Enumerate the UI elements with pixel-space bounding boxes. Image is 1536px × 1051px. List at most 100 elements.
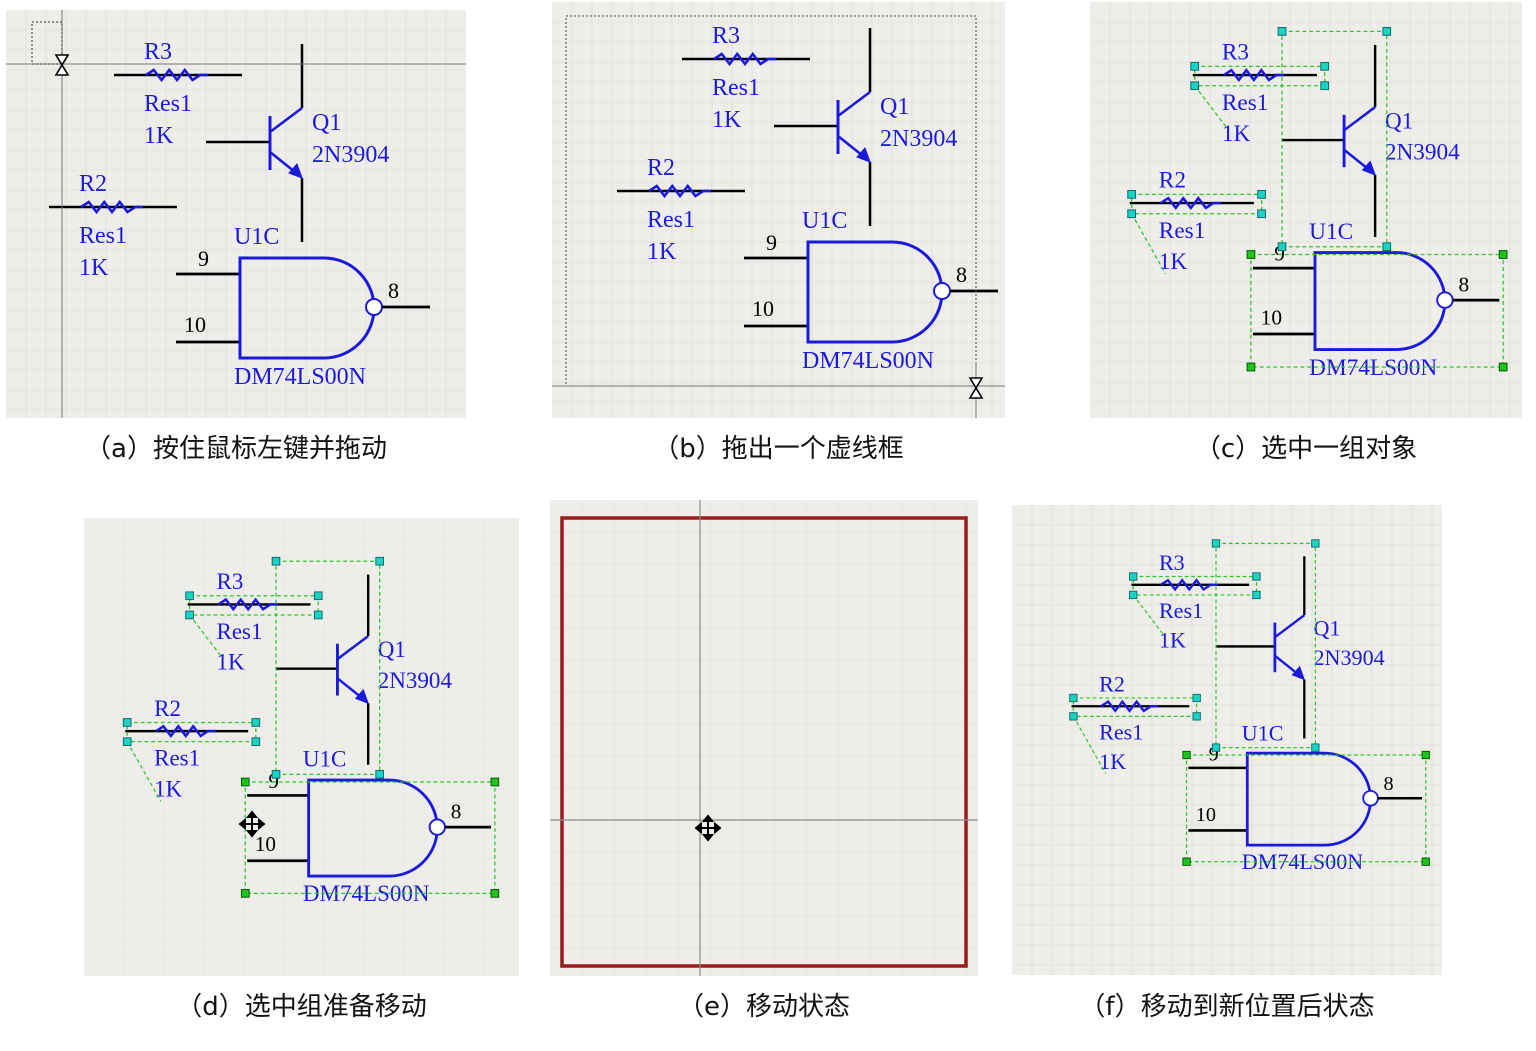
nand-output-bubble xyxy=(933,282,951,300)
selection-handle xyxy=(1320,61,1330,71)
r3-resistor-symbol xyxy=(217,597,278,612)
pin9-label: 9 xyxy=(766,230,777,255)
q1-comment: 2N3904 xyxy=(312,142,389,168)
selection-handle xyxy=(375,556,385,566)
q1-collector-leg xyxy=(1343,106,1376,132)
r2-comment: Res1 xyxy=(647,207,695,233)
r3-value: 1K xyxy=(1222,121,1251,147)
grid-background xyxy=(552,2,1005,418)
r3-resistor-symbol xyxy=(145,67,208,83)
q1-comment: 2N3904 xyxy=(378,667,453,693)
q1-designator: Q1 xyxy=(880,94,909,120)
selection-handle xyxy=(313,591,323,601)
r3-comment: Res1 xyxy=(1222,90,1269,116)
selection-handle xyxy=(271,770,281,779)
q1-emitter-arrow xyxy=(856,147,871,163)
u1-designator: U1C xyxy=(303,746,347,772)
q1-emitter-arrow xyxy=(1361,160,1376,176)
q1-emitter-arrow xyxy=(288,163,303,179)
selection-handle xyxy=(1246,362,1256,372)
pin10-label: 10 xyxy=(255,832,276,856)
q1-selection-box xyxy=(1215,542,1316,749)
r2-value: 1K xyxy=(79,255,109,281)
selection-handle xyxy=(122,718,132,727)
r3-resistor-symbol xyxy=(1160,578,1218,592)
selection-handle xyxy=(1069,712,1078,721)
grid-lines xyxy=(6,10,466,418)
pin8-label: 8 xyxy=(451,799,462,823)
pin10-label: 10 xyxy=(1196,804,1216,826)
selection-handle xyxy=(1498,250,1508,259)
nand-output-bubble xyxy=(428,818,446,836)
r3-resistor-symbol xyxy=(1223,68,1284,82)
q1-collector-leg xyxy=(336,635,369,661)
pin10-label: 10 xyxy=(1261,305,1282,329)
r3-comment: Res1 xyxy=(144,91,192,117)
selection-handle xyxy=(1190,81,1200,91)
r3-designator: R3 xyxy=(216,568,243,594)
r2-value: 1K xyxy=(647,239,677,265)
selection-handle xyxy=(1382,27,1392,36)
selection-handle xyxy=(1246,250,1256,259)
r2-resistor-symbol xyxy=(155,724,216,738)
selection-outlines xyxy=(126,560,496,894)
selection-handle xyxy=(1421,750,1430,760)
r3-comment: Res1 xyxy=(1159,598,1203,623)
r2-designator: R2 xyxy=(154,695,181,721)
r2-comment: Res1 xyxy=(154,745,200,771)
r2-label-link xyxy=(1072,716,1107,774)
panel-e-move-state xyxy=(550,500,978,976)
pin8-label: 8 xyxy=(388,278,399,303)
moving-frame xyxy=(560,516,968,968)
caption-a: （a）按住鼠标左键并拖动 xyxy=(85,434,387,464)
q1-emitter-arrow xyxy=(1291,665,1306,681)
selection-handle xyxy=(375,770,385,779)
r3-resistor-symbol xyxy=(713,51,776,67)
selection-handle xyxy=(490,777,500,787)
r2-designator: R2 xyxy=(647,155,675,181)
pin9-label: 9 xyxy=(198,246,209,271)
r3-comment: Res1 xyxy=(712,75,760,101)
r2-label-link xyxy=(126,741,162,802)
selection-handle xyxy=(185,591,194,601)
u1-comment: DM74LS00N xyxy=(802,348,934,374)
selection-handle xyxy=(1257,189,1266,199)
r3-designator: R3 xyxy=(712,23,740,49)
r2-designator: R2 xyxy=(1099,672,1125,697)
selection-handle xyxy=(1498,362,1508,372)
hourglass-cursor-icon xyxy=(54,54,70,76)
nand-output-bubble xyxy=(365,298,383,316)
grid-lines xyxy=(84,518,519,976)
r2-label-link xyxy=(1131,213,1167,275)
r2-resistor-symbol xyxy=(1100,699,1159,713)
r3-designator: R3 xyxy=(144,39,172,65)
q1-designator: Q1 xyxy=(1385,108,1413,134)
r2-comment: Res1 xyxy=(1159,218,1206,244)
selection-handle xyxy=(1192,712,1201,721)
selection-handle xyxy=(1190,61,1200,71)
u1-designator: U1C xyxy=(1309,219,1353,245)
pin10-label: 10 xyxy=(184,312,206,337)
selection-handle xyxy=(1382,242,1392,252)
selection-handle xyxy=(251,737,261,747)
grid-lines xyxy=(1012,505,1442,975)
u1-designator: U1C xyxy=(802,208,847,234)
move-cursor-icon xyxy=(238,810,266,838)
caption-e: （e）移动状态 xyxy=(678,992,850,1022)
q1-collector-leg xyxy=(837,90,871,118)
q1-comment: 2N3904 xyxy=(1314,645,1385,670)
selection-handle xyxy=(251,718,261,727)
r3-value: 1K xyxy=(1159,627,1186,652)
caption-b: （b）拖出一个虚线框 xyxy=(653,434,904,464)
u1-selection-box xyxy=(244,781,496,894)
